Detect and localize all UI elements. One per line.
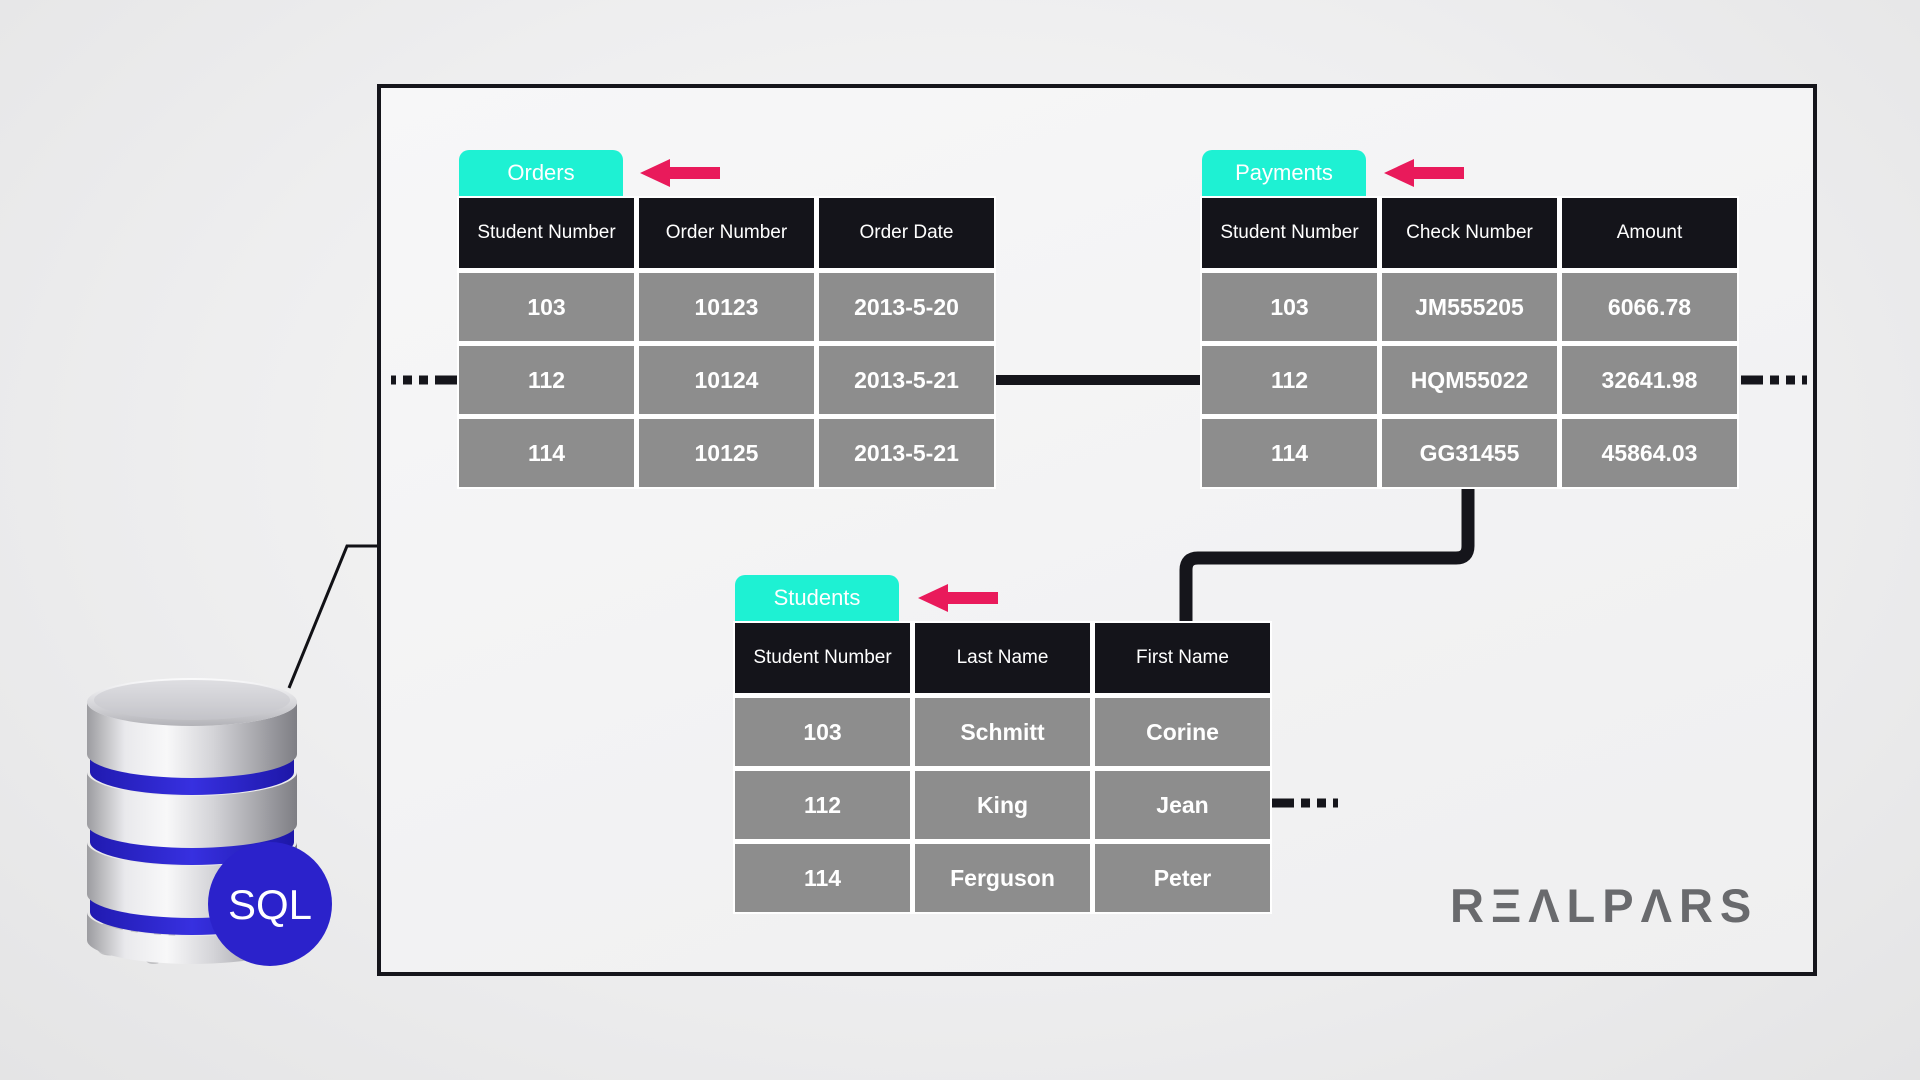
orders-grid: Student Number Order Number Order Date 1… (457, 196, 996, 489)
students-cell: Ferguson (915, 844, 1090, 912)
orders-cell: 2013-5-20 (819, 273, 994, 341)
payments-cell: HQM55022 (1382, 346, 1557, 414)
orders-tab[interactable]: Orders (459, 150, 623, 196)
payments-cell: 45864.03 (1562, 419, 1737, 487)
payments-pointer-arrow-icon (1384, 159, 1464, 187)
database-to-frame-line (287, 544, 377, 689)
students-header-first-name: First Name (1095, 623, 1270, 693)
students-tab[interactable]: Students (735, 575, 899, 621)
orders-pointer-arrow-icon (640, 159, 720, 187)
students-cell: 103 (735, 698, 910, 766)
payments-header-check-number: Check Number (1382, 198, 1557, 268)
students-table: Students Student Number Last Name First … (733, 575, 1272, 914)
payments-cell: 103 (1202, 273, 1377, 341)
payments-table: Payments Student Number Check Number Amo… (1200, 150, 1739, 489)
students-header-student-number: Student Number (735, 623, 910, 693)
realpars-logo: RΞΛLPΛRS (1450, 879, 1759, 932)
orders-cell: 114 (459, 419, 634, 487)
orders-cell: 10123 (639, 273, 814, 341)
students-pointer-arrow-icon (918, 584, 998, 612)
payments-header-student-number: Student Number (1202, 198, 1377, 268)
payments-cell: 112 (1202, 346, 1377, 414)
sql-badge: SQL (208, 842, 332, 966)
sql-database-icon: SQL (87, 678, 332, 966)
orders-cell: 2013-5-21 (819, 346, 994, 414)
orders-table: Orders Student Number Order Number Order… (457, 150, 996, 489)
students-cell: Peter (1095, 844, 1270, 912)
payments-tab[interactable]: Payments (1202, 150, 1366, 196)
orders-header-order-number: Order Number (639, 198, 814, 268)
payments-cell: JM555205 (1382, 273, 1557, 341)
payments-cell: GG31455 (1382, 419, 1557, 487)
orders-cell: 10125 (639, 419, 814, 487)
sql-badge-label: SQL (228, 881, 312, 928)
orders-header-student-number: Student Number (459, 198, 634, 268)
orders-header-order-date: Order Date (819, 198, 994, 268)
payments-grid: Student Number Check Number Amount 103 J… (1200, 196, 1739, 489)
students-cell: 112 (735, 771, 910, 839)
students-cell: King (915, 771, 1090, 839)
orders-cell: 103 (459, 273, 634, 341)
payments-cell: 114 (1202, 419, 1377, 487)
students-cell: Jean (1095, 771, 1270, 839)
students-cell: Schmitt (915, 698, 1090, 766)
students-cell: Corine (1095, 698, 1270, 766)
orders-cell: 112 (459, 346, 634, 414)
payments-cell: 6066.78 (1562, 273, 1737, 341)
orders-cell: 2013-5-21 (819, 419, 994, 487)
orders-cell: 10124 (639, 346, 814, 414)
students-cell: 114 (735, 844, 910, 912)
payments-cell: 32641.98 (1562, 346, 1737, 414)
students-header-last-name: Last Name (915, 623, 1090, 693)
students-grid: Student Number Last Name First Name 103 … (733, 621, 1272, 914)
payments-header-amount: Amount (1562, 198, 1737, 268)
